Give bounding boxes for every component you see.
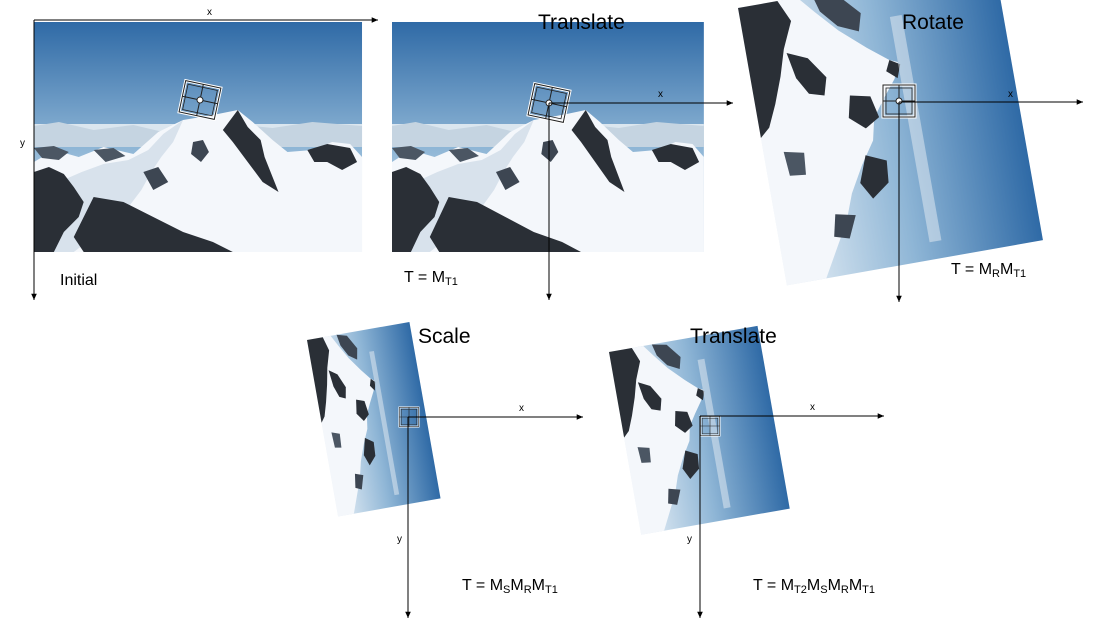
formula-scale-text: T = M [462, 577, 504, 594]
window-initial [177, 78, 223, 122]
x-axis-label-scale: x [519, 403, 524, 414]
title-rotate: Rotate [902, 11, 964, 34]
formula-rotate-sub1: R [992, 268, 1000, 280]
panel-translate2 [609, 325, 884, 618]
formula-rotate-sub2: T1 [1013, 268, 1027, 280]
panel-translate1 [392, 22, 733, 300]
formula-translate2-sub4: T1 [862, 584, 876, 596]
formula-rotate-text: T = M [951, 261, 993, 278]
photo-initial [34, 22, 363, 252]
formula-scale-m3: M [531, 577, 545, 594]
panel-initial [31, 17, 378, 300]
x-axis-label-initial: x [207, 7, 212, 18]
formula-translate2-m4: M [848, 577, 863, 594]
formula-translate2-sub1: T2 [794, 584, 807, 596]
formula-rotate: T = MRMT1 [951, 261, 1027, 280]
formula-translate2-m2: M [806, 577, 821, 594]
formula-translate2-text: T = M [753, 577, 795, 594]
formula-scale-sub2: R [523, 584, 532, 596]
formula-scale-m2: M [510, 577, 524, 594]
formula-translate1: T = MT1 [404, 269, 458, 288]
formula-translate2-m3: M [827, 577, 841, 594]
x-axis-label-rotate: x [1008, 89, 1013, 100]
formula-scale-sub3: T1 [545, 584, 558, 596]
formula-translate1-sub1: T1 [445, 276, 458, 288]
formula-translate2-sub2: S [820, 584, 828, 596]
y-axis-label-initial: y [20, 138, 25, 149]
title-translate1: Translate [538, 11, 625, 34]
title-scale: Scale [418, 325, 471, 348]
formula-translate2-sub3: R [840, 584, 849, 596]
formula-scale: T = MSMRMT1 [462, 577, 558, 596]
x-axis-label-translate2: x [810, 402, 815, 413]
formula-scale-sub1: S [503, 584, 511, 596]
formula-translate2: T = MT2MSMRMT1 [753, 577, 876, 596]
panel-scale [307, 321, 583, 618]
caption-initial: Initial [60, 272, 98, 289]
panel-rotate [738, 0, 1083, 302]
photo-scale [307, 321, 441, 517]
photo-translate1 [392, 22, 704, 252]
photo-rotate [738, 0, 1043, 286]
x-axis-label-translate1: x [658, 89, 663, 100]
formula-translate1-text: T = M [404, 269, 446, 286]
formula-rotate-m2: M [1000, 261, 1014, 278]
photo-translate2 [609, 325, 790, 535]
title-translate2: Translate [690, 325, 777, 348]
y-axis-label-scale: y [397, 534, 402, 545]
y-axis-label-translate2: y [687, 534, 692, 545]
